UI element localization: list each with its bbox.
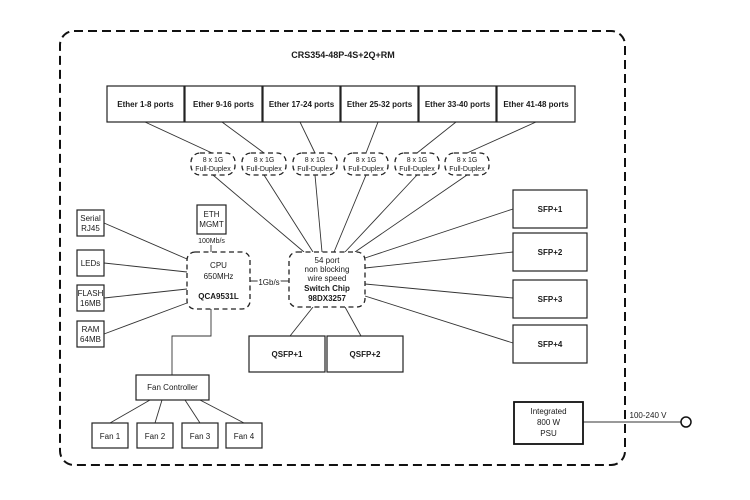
cpu-model: QCA9531L [198, 292, 239, 301]
sfp-box [512, 189, 588, 229]
flash-box [76, 284, 105, 312]
ram-sublabel: 64MB [80, 335, 101, 344]
eth-mgmt-box [196, 204, 227, 235]
ether-label: Ether 1-8 ports [117, 100, 174, 109]
device-title: CRS354-48P-4S+2Q+RM [291, 50, 395, 60]
switch-label: Switch Chip [304, 284, 350, 293]
phy-speed: 8 x 1G [305, 157, 326, 164]
fan-box [181, 422, 219, 449]
switch-nonblocking: non blocking [305, 265, 350, 274]
eth-mgmt-label: ETH [204, 210, 220, 219]
phy-duplex: Full-Duplex [246, 166, 282, 173]
ram-label: RAM [82, 325, 100, 334]
switch-chip-block [288, 251, 366, 308]
leds-box [76, 249, 105, 277]
sfp-box [512, 232, 588, 272]
psu-sublabel: PSU [540, 429, 557, 438]
fan-label: Fan 3 [190, 432, 211, 441]
phy-speed: 8 x 1G [407, 157, 428, 164]
serial-label: Serial [80, 214, 101, 223]
sfp-group: SFP+1 SFP+2 SFP+3 SFP+4 [512, 189, 588, 364]
ether-label: Ether 33-40 ports [425, 100, 491, 109]
ether-box [106, 85, 185, 123]
qsfp-label: QSFP+1 [272, 350, 303, 359]
side-block-group: Serial RJ45 LEDs FLASH 16MB RAM 64MB [76, 209, 105, 348]
qsfp-box [248, 335, 326, 373]
sfp-box [512, 279, 588, 319]
serial-sublabel: RJ45 [81, 224, 100, 233]
switch-ports: 54 port [315, 256, 341, 265]
power-input-connector-icon [680, 416, 692, 428]
phy-duplex: Full-Duplex [195, 166, 231, 173]
phy-duplex: Full-Duplex [297, 166, 333, 173]
cpu-block [186, 251, 251, 310]
psu-wattage: 800 W [537, 418, 561, 427]
phy-oval [241, 152, 287, 176]
phy-speed: 8 x 1G [457, 157, 478, 164]
fan-controller-label: Fan Controller [147, 383, 198, 392]
ether-box [340, 85, 419, 123]
qsfp-box [326, 335, 404, 373]
ether-port-group: Ether 1-8 ports Ether 9-16 ports Ether 1… [106, 85, 576, 123]
sfp-box [512, 324, 588, 364]
fan-box [225, 422, 263, 449]
fan-label: Fan 2 [145, 432, 166, 441]
phy-oval [394, 152, 440, 176]
ether-box [184, 85, 263, 123]
phy-duplex: Full-Duplex [399, 166, 435, 173]
phy-speed: 8 x 1G [254, 157, 275, 164]
eth-mgmt-speed: 100Mb/s [198, 238, 225, 245]
psu-box [513, 401, 584, 445]
ether-label: Ether 9-16 ports [193, 100, 254, 109]
fan-group: Fan 1 Fan 2 Fan 3 Fan 4 [91, 422, 263, 449]
cpu-clock: 650MHz [204, 272, 234, 281]
ether-box [418, 85, 497, 123]
phy-oval [292, 152, 338, 176]
device-frame [59, 30, 626, 466]
phy-duplex: Full-Duplex [449, 166, 485, 173]
phy-oval [343, 152, 389, 176]
ether-label: Ether 41-48 ports [503, 100, 569, 109]
cpu-label: CPU [210, 261, 227, 270]
qsfp-label: QSFP+2 [350, 350, 381, 359]
flash-label: FLASH [78, 289, 104, 298]
sfp-label: SFP+1 [538, 205, 563, 214]
ether-label: Ether 17-24 ports [269, 100, 335, 109]
sfp-label: SFP+2 [538, 248, 563, 257]
ram-box [76, 320, 105, 348]
sfp-label: SFP+3 [538, 295, 563, 304]
fan-label: Fan 4 [234, 432, 255, 441]
power-input-label: 100-240 V [630, 411, 668, 420]
connection-lines [103, 121, 681, 424]
fan-controller-box [135, 374, 210, 401]
switch-wirespeed: wire speed [307, 274, 347, 283]
fan-label: Fan 1 [100, 432, 121, 441]
phy-speed: 8 x 1G [356, 157, 377, 164]
switch-model: 98DX3257 [308, 294, 346, 303]
phy-duplex: Full-Duplex [348, 166, 384, 173]
serial-box [76, 209, 105, 237]
flash-sublabel: 16MB [80, 299, 101, 308]
cpu-link-speed: 1Gb/s [258, 278, 279, 287]
ether-box [262, 85, 341, 123]
ether-label: Ether 25-32 ports [347, 100, 413, 109]
phy-group: 8 x 1G Full-Duplex 8 x 1G Full-Duplex 8 … [190, 152, 490, 176]
psu-label: Integrated [530, 407, 566, 416]
phy-oval [190, 152, 236, 176]
ether-box [496, 85, 576, 123]
fan-box [91, 422, 129, 449]
fan-box [136, 422, 174, 449]
phy-oval [444, 152, 490, 176]
leds-label: LEDs [81, 259, 101, 268]
sfp-label: SFP+4 [538, 340, 563, 349]
eth-mgmt-sublabel: MGMT [199, 220, 224, 229]
phy-speed: 8 x 1G [203, 157, 224, 164]
